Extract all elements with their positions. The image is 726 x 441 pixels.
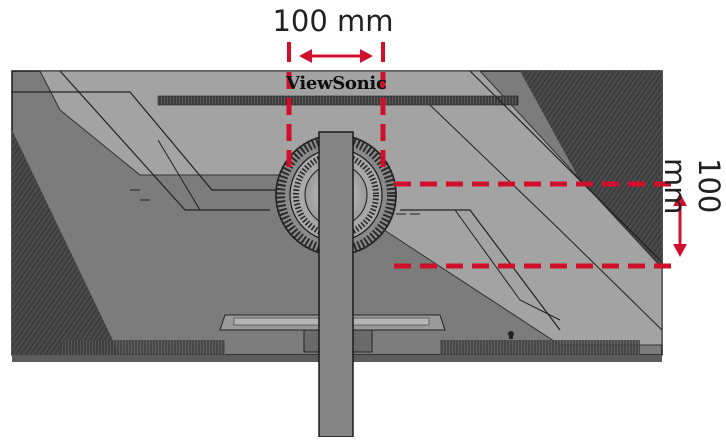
guide-ticks bbox=[287, 42, 385, 62]
vesa-spacing-guides bbox=[286, 72, 672, 269]
horizontal-spacing-label: 100 mm bbox=[272, 4, 394, 38]
brand-logo: ViewSonic bbox=[286, 73, 387, 94]
double-arrow-vertical-icon bbox=[673, 193, 687, 257]
lock-slot-icon bbox=[508, 331, 514, 339]
vertical-spacing-label: 100 mm bbox=[658, 158, 726, 215]
stand-neck bbox=[318, 131, 354, 438]
double-arrow-horizontal-icon bbox=[299, 49, 373, 63]
